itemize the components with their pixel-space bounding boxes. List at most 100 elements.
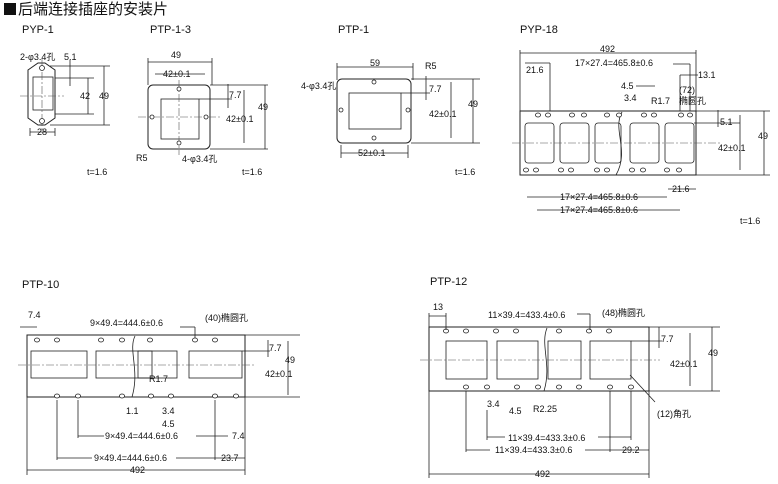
ptp12-dim: (12)角孔 — [657, 408, 691, 419]
title-text: 后端连接插座的安装片 — [18, 0, 169, 18]
ptp12-dim: (48)椭圆孔 — [602, 307, 645, 318]
drawing-line — [581, 112, 587, 118]
ptp13-dim: 49 — [258, 102, 268, 112]
ptp10-dim: (40)椭圆孔 — [205, 312, 248, 323]
ptp1-dim: 59 — [370, 58, 380, 68]
pyp18-dim: 21.6 — [526, 65, 544, 75]
pyp1-dim: 5.1 — [64, 52, 77, 62]
drawing-line — [556, 328, 562, 334]
ptp10-holes — [34, 337, 239, 399]
pyp1-drawing: 2-φ3.4孔 5.1 42 49 28 t=1.6 — [20, 52, 110, 177]
drawing-line — [533, 167, 539, 173]
drawing-line — [628, 384, 634, 390]
ptp12-outline — [428, 326, 650, 392]
ptp13-hole — [176, 140, 182, 146]
ptp12-dim: 7.7 — [661, 334, 674, 344]
drawing-line — [535, 112, 541, 118]
pyp1-dim: 49 — [99, 91, 109, 101]
pyp18-dim: 4.5 — [621, 81, 634, 91]
pyp1-dim: 42 — [80, 91, 90, 101]
drawing-line — [463, 384, 469, 390]
part-name-pyp18: PYP-18 — [520, 24, 558, 36]
drawing-line — [34, 337, 40, 343]
ptp13-hole — [176, 86, 182, 92]
drawing-line — [168, 393, 174, 399]
ptp12-dim: 3.4 — [487, 399, 500, 409]
ptp13-hole — [149, 114, 155, 120]
pyp18-holes — [523, 112, 693, 173]
pyp18-dim: 21.6 — [672, 184, 690, 194]
ptp10-dim: 23.7 — [221, 453, 239, 463]
ptp1-dim: 42±0.1 — [429, 109, 456, 119]
pyp18-thickness: t=1.6 — [740, 216, 760, 226]
drawing-line — [496, 340, 539, 380]
pyp1-hole-label: 2-φ3.4孔 — [20, 52, 55, 62]
drawing-line — [98, 337, 104, 343]
pyp18-dim: (72) — [679, 85, 695, 95]
drawing-line — [604, 167, 610, 173]
ptp12-dim: 11×39.4=433.4±0.6 — [488, 310, 565, 320]
drawing-line — [641, 112, 647, 118]
ptp1-hole — [371, 135, 377, 141]
pyp18-dim: 492 — [600, 44, 615, 54]
ptp10-drawing: 7.4 9×49.4=444.6±0.6 (40)椭圆孔 7.7 49 42±0… — [18, 310, 300, 475]
drawing-line — [616, 112, 622, 118]
drawing-line — [233, 393, 239, 399]
drawing-line — [629, 374, 656, 403]
ptp10-dim: 49 — [285, 355, 295, 365]
ptp10-dim: 9×49.4=444.6±0.6 — [94, 453, 167, 463]
ptp12-dim: 11×39.4=433.3±0.6 — [508, 433, 585, 443]
ptp1-dim: 49 — [468, 99, 478, 109]
part-name-ptp13: PTP-1-3 — [150, 24, 191, 36]
ptp10-dim: 9×49.4=444.6±0.6 — [105, 431, 178, 441]
ptp13-hole-label: 4-φ3.4孔 — [182, 154, 217, 164]
drawing-line — [640, 167, 646, 173]
ptp13-cutout — [160, 98, 200, 140]
drawing-line — [212, 337, 218, 343]
ptp12-dim: 29.2 — [622, 445, 640, 455]
drawing-line — [484, 384, 490, 390]
pyp18-dim: 椭圆孔 — [679, 95, 706, 106]
drawing-line — [131, 335, 136, 398]
ptp10-dim: 42±0.1 — [265, 369, 292, 379]
drawing-line — [576, 384, 582, 390]
ptp1-radius: R5 — [425, 61, 437, 71]
drawing-line — [119, 393, 125, 399]
pyp18-dim: 13.1 — [698, 70, 716, 80]
pyp18-dim: 17×27.4=465.8±0.6 — [560, 205, 638, 215]
drawing-line — [664, 167, 670, 173]
ptp1-dim: 52±0.1 — [358, 148, 385, 158]
drawing-line — [523, 167, 529, 173]
drawing-line — [463, 328, 469, 334]
drawing-line — [137, 350, 178, 379]
drawing-line — [651, 112, 657, 118]
drawing-line — [558, 167, 564, 173]
ptp13-dim: 42±0.1 — [226, 114, 253, 124]
drawing-line — [589, 340, 632, 380]
drawing-line — [192, 337, 198, 343]
ptp13-drawing: 49 42±0.1 7.7 42±0.1 49 R5 4-φ3.4孔 t=1.6 — [136, 50, 268, 177]
ptp10-cutouts — [30, 350, 243, 379]
drawing-line — [676, 167, 682, 173]
pyp18-drawing: 492 21.6 17×27.4=465.8±0.6 13.1 4.5 (72)… — [512, 44, 770, 226]
pyp18-dim: 5.1 — [720, 117, 733, 127]
drawing-line — [95, 350, 153, 379]
page-title: 后端连接插座的安装片 — [4, 0, 168, 18]
pyp1-dim: 28 — [37, 127, 47, 137]
drawing-line — [513, 328, 519, 334]
part-name-pyp1: PYP-1 — [22, 24, 54, 36]
ptp10-dim: 7.7 — [269, 343, 282, 353]
pyp1-hole — [39, 65, 45, 71]
ptp13-hole — [203, 114, 209, 120]
part-name-ptp12: PTP-12 — [430, 276, 468, 288]
drawing-line — [75, 393, 81, 399]
drawing-line — [556, 384, 562, 390]
part-name-ptp1: PTP-1 — [338, 24, 370, 36]
part-name-ptp10: PTP-10 — [22, 279, 60, 291]
pyp1-outline — [27, 62, 56, 126]
ptp12-dim: 4.5 — [509, 406, 522, 416]
ptp12-dim: 42±0.1 — [670, 359, 697, 369]
pyp1-cutout — [32, 76, 54, 111]
drawing-line — [147, 337, 153, 343]
